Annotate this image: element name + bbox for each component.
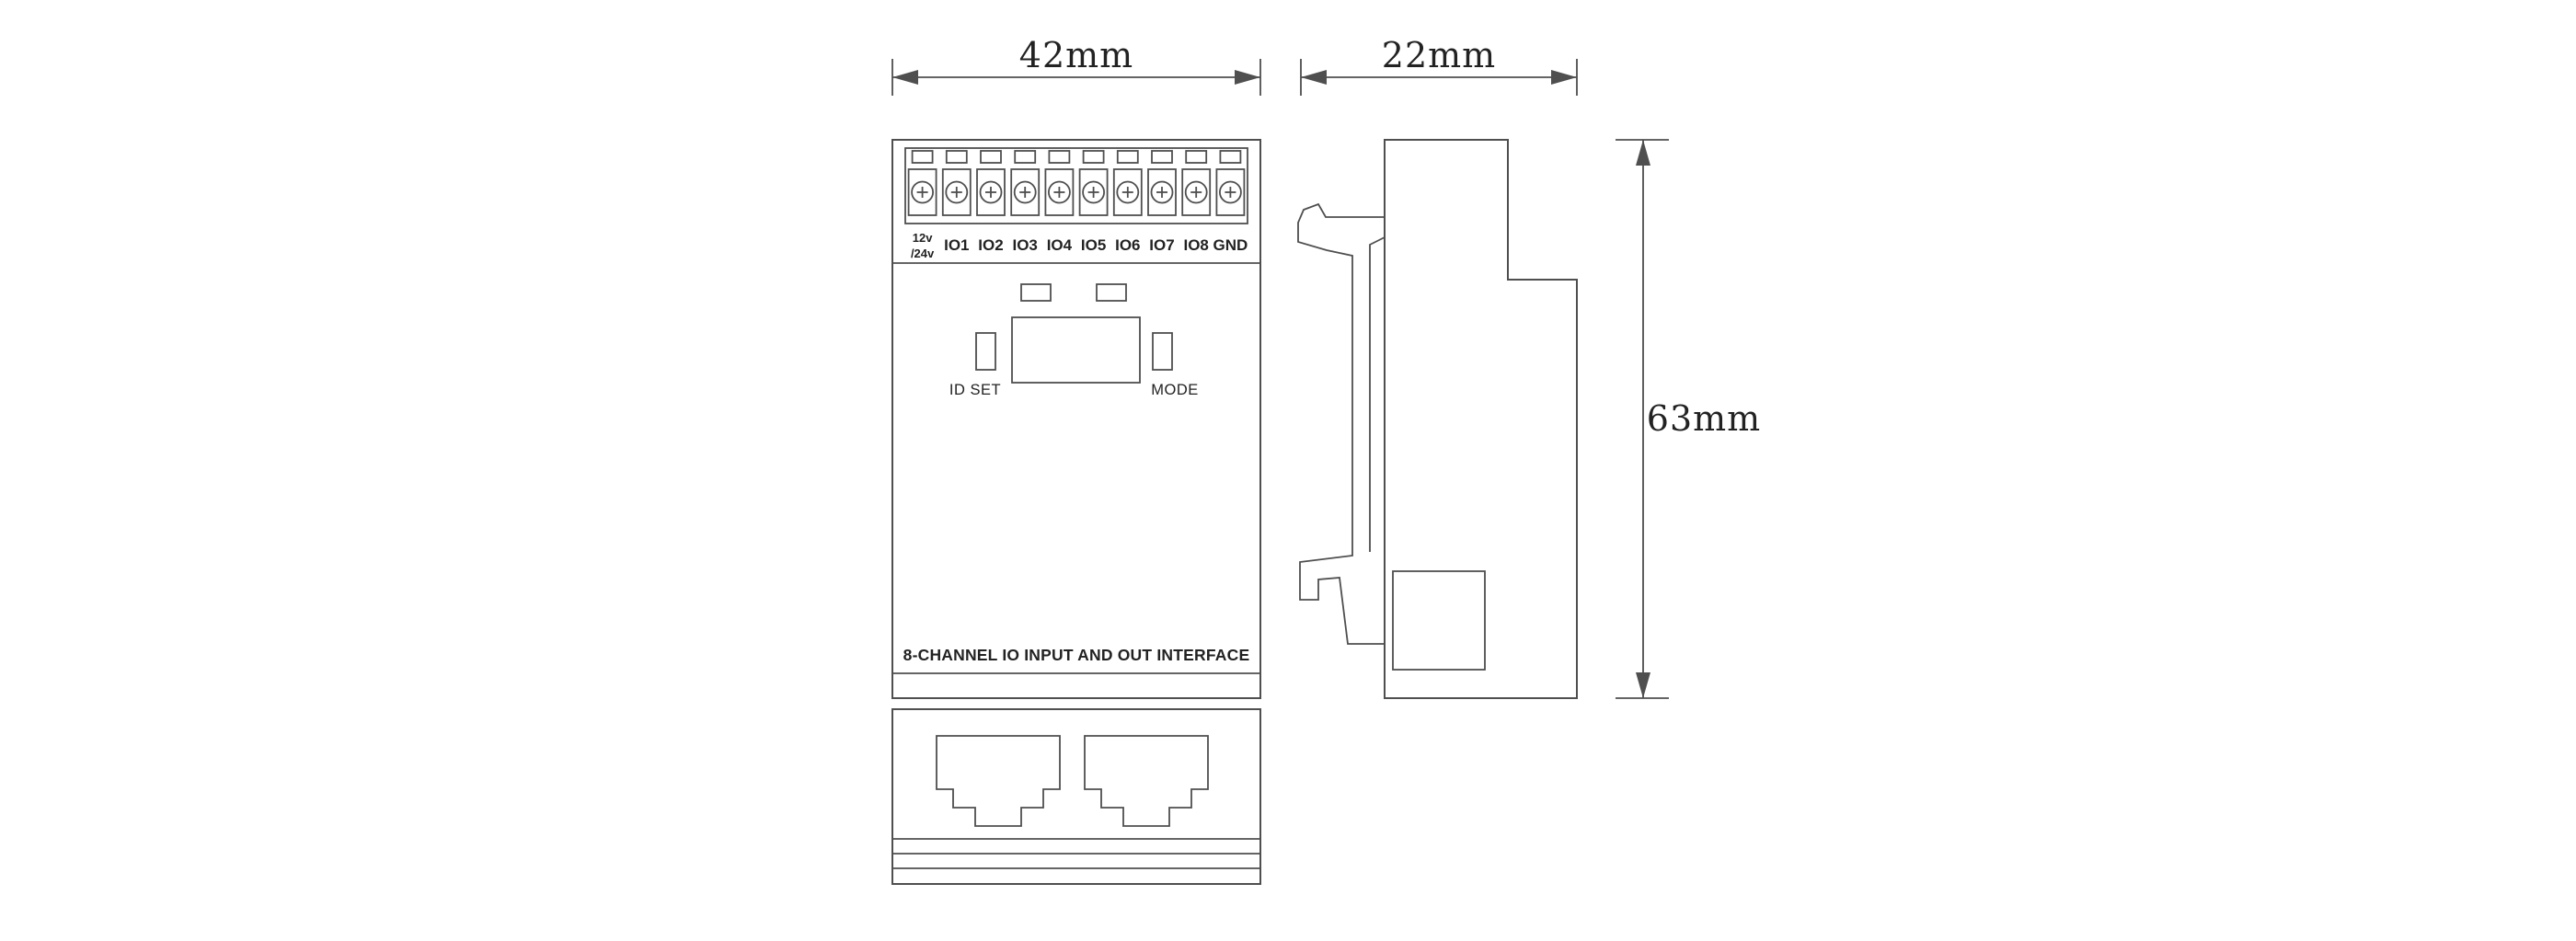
- mode-label: MODE: [1151, 382, 1199, 398]
- screw-terminal-1: [907, 150, 937, 216]
- screw-terminal-4: [1010, 150, 1041, 216]
- front-view-connector-block: [891, 708, 1261, 885]
- terminal-label-IO1: IO1: [944, 236, 969, 254]
- screw-terminal-5: [1044, 150, 1075, 216]
- dimension-side-height: 63mm: [1616, 139, 1761, 699]
- terminal-block-frame: [904, 147, 1248, 224]
- dimension-front-width: 42mm: [891, 35, 1261, 96]
- id-set-label: ID SET: [949, 382, 1001, 398]
- rj45-jack-1: [936, 735, 1061, 827]
- screw-terminal-2: [941, 150, 972, 216]
- arrowhead-left: [892, 70, 918, 85]
- terminal-label-IO4: IO4: [1047, 236, 1073, 254]
- terminal-label-GND: GND: [1213, 236, 1248, 254]
- indicator-led-1: [1020, 283, 1052, 302]
- screw-terminal-7: [1112, 150, 1143, 216]
- mode-button: [1152, 332, 1173, 371]
- arrowhead-right: [1235, 70, 1260, 85]
- module-title-label: 8-CHANNEL IO INPUT AND OUT INTERFACE: [903, 646, 1250, 664]
- terminal-block: [907, 150, 1246, 216]
- screw-terminal-10: [1215, 150, 1246, 216]
- terminal-label-IO6: IO6: [1115, 236, 1140, 254]
- rj45-jack-2: [1084, 735, 1209, 827]
- din-rail-clip: [1297, 202, 1385, 645]
- connector-block-outline: [891, 708, 1261, 885]
- screw-terminal-9: [1181, 150, 1212, 216]
- dimension-side-depth: 22mm: [1300, 35, 1578, 96]
- dimension-label-42mm: 42mm: [1019, 35, 1133, 75]
- side-connector-outline: [1392, 570, 1486, 671]
- arrowhead-right: [1551, 70, 1577, 85]
- power-label-line-2: /24v: [911, 247, 935, 260]
- arrowhead-left: [1301, 70, 1327, 85]
- front-view: 12v/24v IO1 IO2 IO3 IO4 IO5 IO6 IO7 IO8 GND ID SE…: [891, 139, 1261, 699]
- terminal-label-IO8: IO8: [1183, 236, 1208, 254]
- dimension-label-22mm: 22mm: [1382, 35, 1496, 75]
- indicator-led-2: [1096, 283, 1127, 302]
- side-view: [1297, 139, 1578, 699]
- terminal-label-IO2: IO2: [978, 236, 1003, 254]
- arrowhead-bottom: [1636, 672, 1650, 698]
- dimension-label-63mm: 63mm: [1647, 398, 1761, 439]
- screw-terminal-3: [976, 150, 1006, 216]
- terminal-label-strip: 12v/24v IO1 IO2 IO3 IO4 IO5 IO6 IO7 IO8 GND: [911, 231, 1248, 260]
- terminal-label-IO7: IO7: [1149, 236, 1174, 254]
- id-set-button: [975, 332, 996, 371]
- side-profile-outline: [1384, 139, 1578, 699]
- screw-terminal-6: [1078, 150, 1109, 216]
- module-body-outline: [891, 139, 1261, 699]
- terminal-label-IO3: IO3: [1012, 236, 1037, 254]
- display-window: [1011, 316, 1141, 384]
- power-label-line-1: 12v: [913, 231, 933, 245]
- screw-terminal-8: [1147, 150, 1177, 216]
- din-rail-clip-arm-edge: [1369, 236, 1386, 552]
- terminal-label-IO5: IO5: [1081, 236, 1106, 254]
- arrowhead-top: [1636, 140, 1650, 166]
